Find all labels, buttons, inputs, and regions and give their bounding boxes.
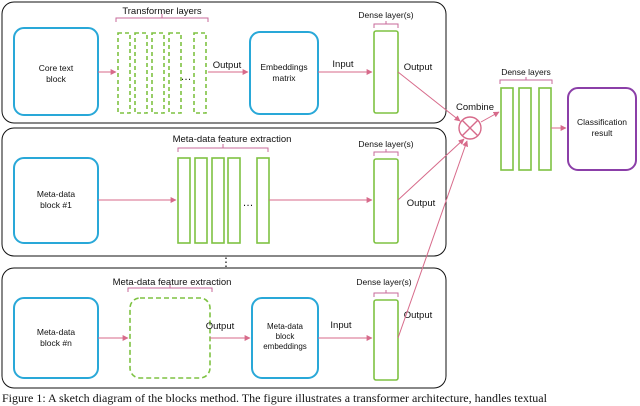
brace-dense-final	[499, 77, 553, 84]
metadata-heading-n: Meta-data feature extraction	[113, 277, 232, 288]
combine-operator	[458, 116, 482, 140]
final-dense-layer	[500, 87, 514, 171]
input-label-n: Input	[330, 320, 351, 331]
output-label-dense-3: Output	[404, 310, 433, 321]
output-label-dense-1: Output	[404, 62, 433, 73]
ellipsis-metadata-1: …	[243, 197, 254, 209]
feature-layer	[211, 157, 225, 244]
transformer-layers-heading: Transformer layers	[122, 6, 202, 17]
brace-dense-2	[373, 149, 399, 156]
arrow-dense3-to-combine	[397, 140, 469, 339]
feature-layer	[194, 157, 208, 244]
arrow-dense1-to-combine	[397, 71, 461, 122]
feature-extraction-stack-1	[177, 157, 270, 244]
dense-layers-heading-2: Dense layer(s)	[358, 139, 413, 149]
brace-dense-3	[373, 290, 399, 297]
feature-layer	[177, 157, 191, 244]
ellipsis-transformer: …	[181, 71, 192, 83]
transformer-layer	[151, 32, 165, 114]
figure-caption: Figure 1: A sketch diagram of the blocks…	[2, 391, 547, 405]
combine-label: Combine	[456, 102, 494, 113]
arrow-dense2-to-combine	[397, 138, 465, 201]
dense-layers-heading-1: Dense layer(s)	[358, 10, 413, 20]
final-dense-stack	[500, 87, 552, 171]
dense-layers-heading-final: Dense layers	[501, 67, 551, 77]
arrow-combine-to-dense	[480, 111, 500, 123]
output-label-dense-2: Output	[407, 198, 436, 209]
output-label-n: Output	[206, 321, 235, 332]
transformer-layer	[168, 32, 182, 114]
panel-metadata-n	[1, 267, 447, 389]
transformer-layer-stack	[117, 32, 207, 114]
vertical-ellipsis: ⋮	[220, 255, 232, 269]
dense-layer-1	[373, 30, 399, 114]
panel-transformer	[1, 1, 447, 124]
output-label-1: Output	[213, 60, 242, 71]
feature-layer	[256, 157, 270, 244]
brace-metadata-1	[177, 144, 269, 152]
dense-layer-2	[373, 158, 399, 244]
transformer-layer	[134, 32, 148, 114]
brace-metadata-n	[127, 284, 213, 292]
input-label-1: Input	[332, 59, 353, 70]
final-dense-layer	[538, 87, 552, 171]
transformer-layer	[193, 32, 207, 114]
brace-transformer	[115, 14, 209, 22]
embeddings-matrix-box	[249, 31, 319, 115]
feature-layer	[227, 157, 241, 244]
final-dense-layer	[518, 87, 532, 171]
brace-dense-1	[373, 21, 399, 28]
classification-result-box	[567, 87, 637, 171]
panel-metadata-1	[1, 127, 447, 257]
transformer-layer	[117, 32, 131, 114]
dense-layer-3	[373, 299, 399, 381]
flow-arrows	[98, 69, 567, 341]
dense-layers-heading-3: Dense layer(s)	[356, 277, 411, 287]
metadata-heading-1: Meta-data feature extraction	[173, 134, 292, 145]
feature-extraction-box-n	[129, 297, 211, 379]
